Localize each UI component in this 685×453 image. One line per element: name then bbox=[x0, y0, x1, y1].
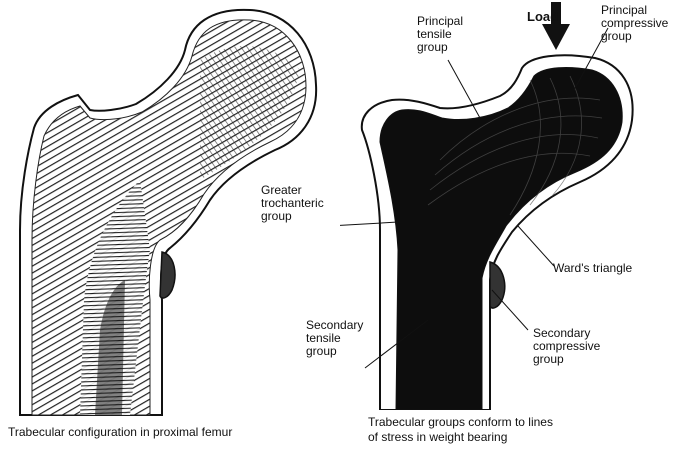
left-figure-caption: Trabecular configuration in proximal fem… bbox=[8, 425, 232, 440]
greater-trochanteric-label: Greater trochanteric group bbox=[261, 184, 324, 223]
right-femur-drawing bbox=[340, 0, 670, 410]
left-lesser-trochanter bbox=[160, 252, 175, 298]
right-figure-caption: Trabecular groups conform to lines of st… bbox=[368, 415, 553, 445]
principal-tensile-label: Principal tensile group bbox=[417, 15, 463, 54]
secondary-compressive-label: Secondary compressive group bbox=[533, 327, 600, 366]
wards-triangle-label: Ward's triangle bbox=[553, 262, 632, 275]
principal-compressive-label: Principal compressive group bbox=[601, 4, 668, 43]
load-label: Load bbox=[527, 10, 558, 23]
secondary-tensile-label: Secondary tensile group bbox=[306, 319, 363, 358]
